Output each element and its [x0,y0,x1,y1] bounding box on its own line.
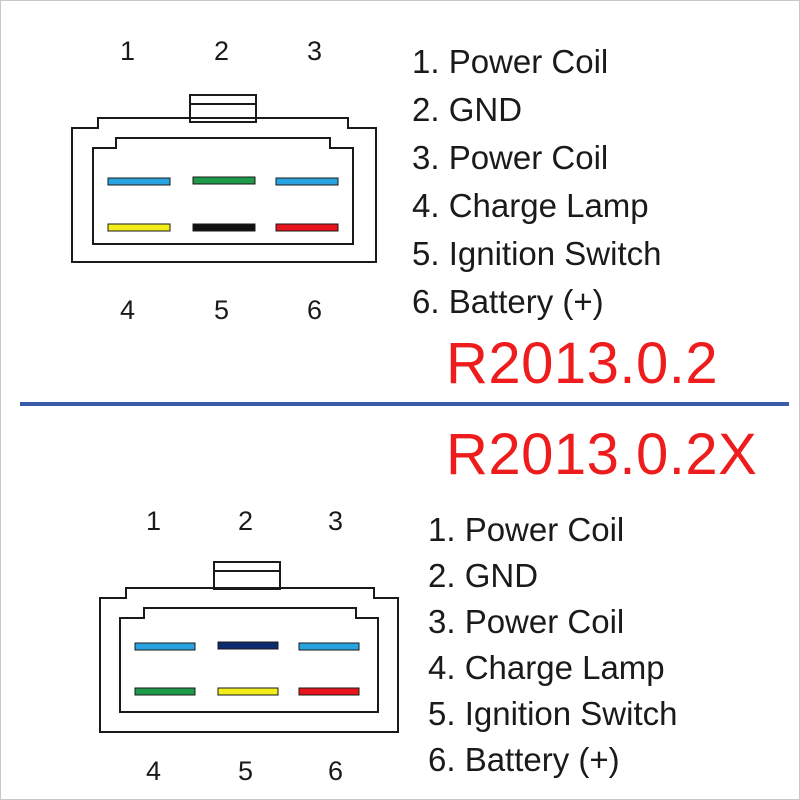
legend-item: 2. GND [428,557,539,594]
legend-item: 4. Charge Lamp [412,187,649,224]
legend-item: 1. Power Coil [428,511,625,548]
housing-inner-bottom [119,607,379,713]
terminal-pin-1 [107,177,171,186]
terminal-pin-4 [134,687,196,696]
pins-bottom [134,641,360,696]
pin-numbers-top-row-2: 4 5 6 [120,295,322,325]
pin-number: 2 [238,506,253,536]
pin-number: 3 [328,506,343,536]
pin-numbers-bottom-row-1: 1 2 3 [146,506,343,536]
pin-number: 2 [214,36,229,66]
housing-outer-bottom [99,587,399,733]
pins-top [107,176,339,232]
legend-item: 5. Ignition Switch [428,695,678,732]
latch-tab-bottom [213,561,281,590]
pin-numbers-top-row-1: 1 2 3 [120,36,322,66]
terminal-pin-2 [192,176,256,185]
connector-bottom [99,561,399,733]
pin-number: 5 [238,756,253,786]
terminal-pin-5 [192,223,256,232]
section-divider [20,402,789,406]
housing-inner-top [92,137,354,245]
terminal-pin-3 [275,177,339,186]
terminal-pin-5 [217,687,279,696]
legend-item: 4. Charge Lamp [428,649,665,686]
legend-item: 3. Power Coil [412,139,609,176]
legend-item: 6. Battery (+) [428,741,620,778]
terminal-pin-6 [298,687,360,696]
legend-item: 2. GND [412,91,523,128]
model-number-top: R2013.0.2 [446,331,719,396]
pin-number: 1 [146,506,161,536]
connector-top [71,94,377,263]
legend-item: 3. Power Coil [428,603,625,640]
pin-number: 3 [307,36,322,66]
pin-number: 4 [146,756,161,786]
pin-number: 4 [120,295,135,325]
model-number-bottom: R2013.0.2X [446,422,758,487]
pin-numbers-bottom-row-2: 4 5 6 [146,756,343,786]
pin-number: 1 [120,36,135,66]
terminal-pin-1 [134,642,196,651]
legend-item: 5. Ignition Switch [412,235,662,272]
legend-item: 6. Battery (+) [412,283,604,320]
terminal-pin-4 [107,223,171,232]
pin-legend-bottom: 1. Power Coil 2. GND 3. Power Coil 4. Ch… [428,507,677,783]
terminal-pin-2 [217,641,279,650]
pin-number: 5 [214,295,229,325]
legend-item: 1. Power Coil [412,43,609,80]
pin-number: 6 [328,756,343,786]
pin-number: 6 [307,295,322,325]
terminal-pin-6 [275,223,339,232]
pin-legend-top: 1. Power Coil 2. GND 3. Power Coil 4. Ch… [412,38,661,326]
terminal-pin-3 [298,642,360,651]
housing-outer-top [71,117,377,263]
